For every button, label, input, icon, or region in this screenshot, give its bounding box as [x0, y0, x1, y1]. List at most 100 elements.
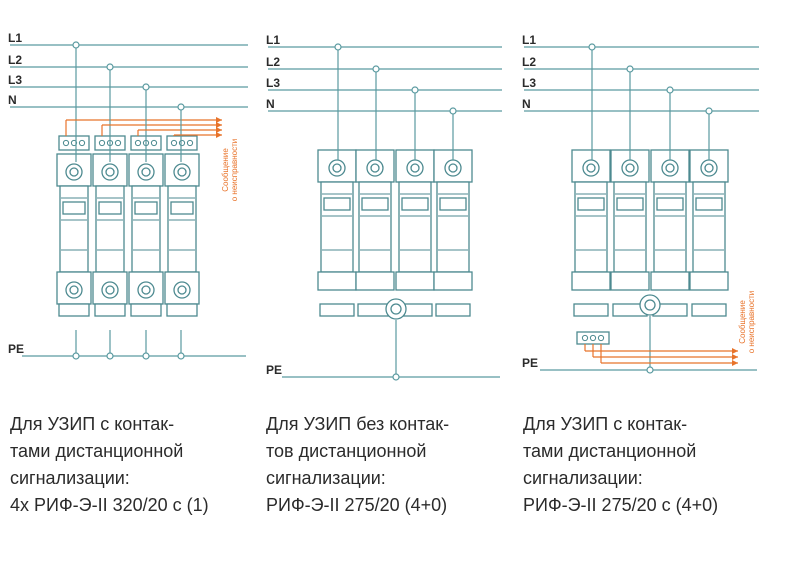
module-base: [319, 303, 355, 317]
module-bottom-block: [355, 271, 395, 291]
module-base: [691, 303, 727, 317]
junction-dot: [177, 352, 185, 360]
caption-diagram-1: Для УЗИП с контак- тами дистанционной си…: [10, 414, 209, 515]
alarm-contact-terminal: [178, 139, 186, 147]
terminal-top-screw: [69, 167, 79, 177]
module-indicator-window: [656, 197, 684, 211]
alarm-contact-terminal: [134, 139, 142, 147]
terminal-top-screw: [625, 163, 635, 173]
module-indicator-window: [577, 197, 605, 211]
junction-dot: [588, 43, 596, 51]
caption-diagram-2: Для УЗИП без контак- тов дистанционной с…: [266, 414, 450, 515]
module-indicator-window: [62, 201, 86, 215]
alarm-contact-terminal: [62, 139, 70, 147]
module-base: [435, 303, 471, 317]
module-indicator-window: [134, 201, 158, 215]
junction-dot: [392, 373, 400, 381]
alarm-contact-terminal: [186, 139, 194, 147]
terminal-top-screw: [141, 167, 151, 177]
terminal-top-screw: [665, 163, 675, 173]
arrowhead-icon: [216, 132, 222, 138]
terminal-top-screw: [704, 163, 714, 173]
module-body: [613, 181, 647, 273]
bus-label-l2: L2: [522, 55, 536, 69]
terminal-top-screw: [332, 163, 342, 173]
junction-dot: [705, 107, 713, 115]
bus-label-l2: L2: [266, 55, 280, 69]
module-bottom-block: [610, 271, 650, 291]
module-body: [358, 181, 392, 273]
module-base: [58, 303, 90, 317]
module-base: [166, 303, 198, 317]
module-indicator-window: [401, 197, 429, 211]
module-base: [573, 303, 609, 317]
module-indicator-window: [695, 197, 723, 211]
arrowhead-icon: [732, 360, 738, 366]
terminal-bottom-screw: [177, 285, 187, 295]
junction-dot: [106, 352, 114, 360]
bus-label-pe: PE: [266, 363, 282, 377]
module-body: [320, 181, 354, 273]
bus-label-n: N: [266, 97, 275, 111]
junction-dot: [177, 103, 185, 111]
terminal-top-screw: [586, 163, 596, 173]
module-bottom-block: [317, 271, 357, 291]
junction-dot: [626, 65, 634, 73]
bus-label-l3: L3: [522, 76, 536, 90]
bus-label-l1: L1: [8, 31, 22, 45]
bus-label-l1: L1: [522, 33, 536, 47]
junction-dot: [646, 366, 654, 374]
junction-dot: [142, 83, 150, 91]
module-body: [398, 181, 432, 273]
bus-label-l2: L2: [8, 53, 22, 67]
module-body: [167, 185, 197, 273]
terminal-bottom-screw: [141, 285, 151, 295]
junction-dot: [411, 86, 419, 94]
arrowhead-icon: [732, 354, 738, 360]
alarm-label-line2: о неисправности: [747, 291, 756, 354]
junction-dot: [666, 86, 674, 94]
module-body: [436, 181, 470, 273]
module-base: [94, 303, 126, 317]
alarm-label-line1: Сообщение: [221, 148, 230, 192]
bus-label-n: N: [8, 93, 17, 107]
junction-dot: [72, 41, 80, 49]
bus-label-l1: L1: [266, 33, 280, 47]
module-indicator-window: [170, 201, 194, 215]
alarm-contact-terminal: [114, 139, 122, 147]
arrowhead-icon: [216, 122, 222, 128]
module-indicator-window: [361, 197, 389, 211]
alarm-contact-terminal: [150, 139, 158, 147]
pe-common-terminal-screw: [644, 299, 656, 311]
alarm-label-line1: Сообщение: [738, 300, 747, 344]
alarm-contact-terminal: [98, 139, 106, 147]
arrowhead-icon: [216, 117, 222, 123]
bus-label-n: N: [522, 97, 531, 111]
module-body: [95, 185, 125, 273]
alarm-contact-terminal: [170, 139, 178, 147]
module-bottom-block: [433, 271, 473, 291]
arrowhead-icon: [216, 127, 222, 133]
terminal-bottom-screw: [69, 285, 79, 295]
module-indicator-window: [439, 197, 467, 211]
terminal-top-screw: [105, 167, 115, 177]
bus-label-pe: PE: [8, 342, 24, 356]
module-body: [59, 185, 89, 273]
module-bottom-block: [650, 271, 690, 291]
alarm-label-line2: о неисправности: [230, 139, 239, 202]
junction-dot: [334, 43, 342, 51]
module-bottom-block: [164, 271, 200, 305]
arrowhead-icon: [732, 348, 738, 354]
junction-dot: [142, 352, 150, 360]
module-body: [653, 181, 687, 273]
module-base: [130, 303, 162, 317]
alarm-contact-terminal: [581, 334, 589, 342]
bus-label-l3: L3: [8, 73, 22, 87]
junction-dot: [449, 107, 457, 115]
terminal-top-screw: [410, 163, 420, 173]
module-body: [574, 181, 608, 273]
module-indicator-window: [98, 201, 122, 215]
caption-diagram-3: Для УЗИП с контак- тами дистанционной си…: [523, 414, 719, 515]
alarm-contact-terminal: [597, 334, 605, 342]
